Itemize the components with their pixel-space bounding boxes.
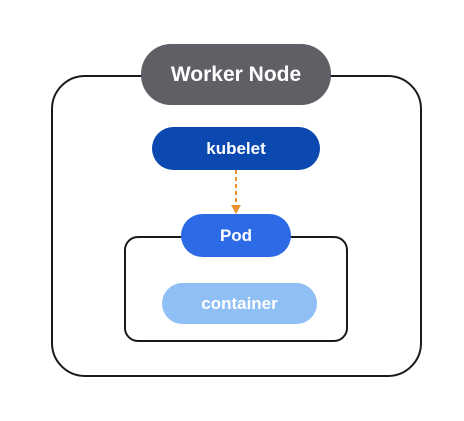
pod-node: Pod xyxy=(181,214,291,257)
worker-node-label: Worker Node xyxy=(141,44,331,105)
container-node: container xyxy=(162,283,317,324)
arrow-head xyxy=(231,205,241,214)
kubelet-to-pod-arrow xyxy=(231,170,241,214)
kubelet-node: kubelet xyxy=(152,127,320,170)
